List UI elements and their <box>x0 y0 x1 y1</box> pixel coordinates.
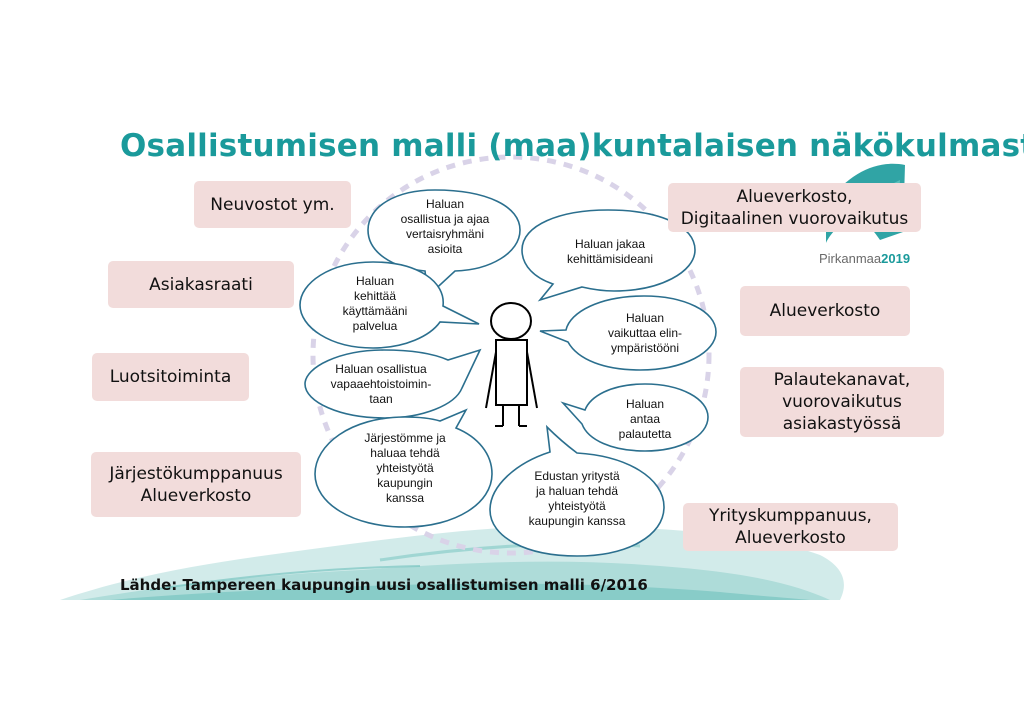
right-box-palautekanavat: Palautekanavat, vuorovaikutus asiakastyö… <box>740 367 944 437</box>
left-box-asiakasraati: Asiakasraati <box>108 261 294 308</box>
left-box-neuvostot: Neuvostot ym. <box>194 181 351 228</box>
right-box-alueverkosto-digi: Alueverkosto, Digitaalinen vuorovaikutus <box>668 183 921 232</box>
right-box-label: Palautekanavat, vuorovaikutus asiakastyö… <box>774 369 911 435</box>
bubble-1-text: Haluan osallistua ja ajaa vertaisryhmäni… <box>380 197 510 257</box>
right-box-alueverkosto: Alueverkosto <box>740 286 910 336</box>
bubble-5-text: Haluan osallistua vapaaehtoistoimin- taa… <box>312 362 450 407</box>
bubble-3-text: Haluan kehittää käyttämääni palvelua <box>320 274 430 334</box>
source-note: Lähde: Tampereen kaupungin uusi osallist… <box>120 576 648 594</box>
left-box-label: Neuvostot ym. <box>210 194 334 216</box>
logo-year: 2019 <box>881 251 910 266</box>
left-box-label: Asiakasraati <box>149 274 253 296</box>
person-figure-icon <box>486 303 537 426</box>
left-box-jarjestokumppanuus: Järjestökumppanuus Alueverkosto <box>91 452 301 517</box>
bubble-7-text: Järjestömme ja haluaa tehdä yhteistyötä … <box>340 431 470 506</box>
logo-name: Pirkanmaa <box>819 251 881 266</box>
bubble-2-text: Haluan jakaa kehittämisideani <box>540 237 680 267</box>
left-box-luotsitoiminta: Luotsitoiminta <box>92 353 249 401</box>
right-box-yrityskumppanuus: Yrityskumppanuus, Alueverkosto <box>683 503 898 551</box>
right-box-label: Alueverkosto <box>770 300 881 322</box>
bubble-4-text: Haluan vaikuttaa elin- ympäristööni <box>585 311 705 356</box>
left-box-label: Luotsitoiminta <box>110 366 232 388</box>
logo-text: Pirkanmaa2019 <box>819 251 910 266</box>
bubble-6-text: Haluan antaa palautetta <box>600 397 690 442</box>
right-box-label: Alueverkosto, Digitaalinen vuorovaikutus <box>681 186 909 230</box>
left-box-label: Järjestökumppanuus Alueverkosto <box>109 463 282 507</box>
right-box-label: Yrityskumppanuus, Alueverkosto <box>709 505 872 549</box>
slide-title: Osallistumisen malli (maa)kuntalaisen nä… <box>120 128 1024 164</box>
bubble-8-text: Edustan yritystä ja haluan tehdä yhteist… <box>505 469 649 529</box>
